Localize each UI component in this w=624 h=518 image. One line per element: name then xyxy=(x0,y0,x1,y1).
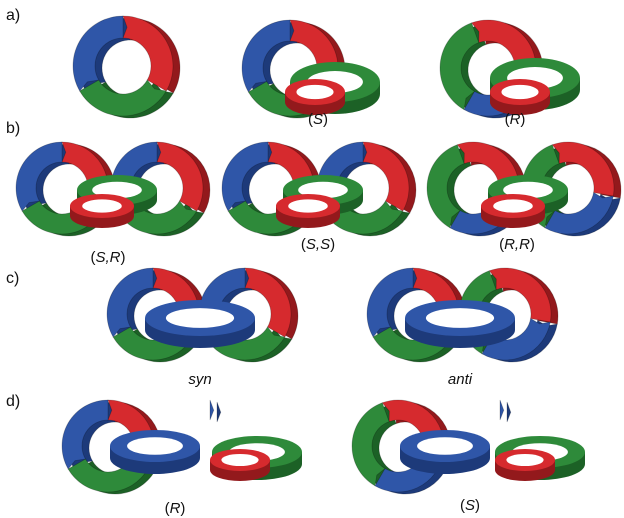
ring-b0-left-blue-segment xyxy=(15,141,63,212)
caption-b-rr: (R,R) xyxy=(499,236,535,253)
ring-c1-right-red-segment xyxy=(244,267,292,338)
caption-a-s: (S) xyxy=(308,111,328,128)
ring-c2-right-red-segment xyxy=(488,267,552,323)
ring-a1-red-segment xyxy=(122,15,174,92)
panel-label-b: b) xyxy=(6,120,20,137)
wheel-d2-red-hole xyxy=(506,453,544,467)
ring-d2-blue-blue-segment xyxy=(499,399,505,421)
wheel-b0-red-hole xyxy=(82,199,122,213)
ring-b2-right-blue-segment xyxy=(544,191,614,235)
caption-b-sr: (S,R) xyxy=(90,249,125,266)
caption-c-syn: syn xyxy=(188,371,211,388)
ring-a1-blue-segment xyxy=(72,15,124,92)
ring-d1-blue-blue-segment xyxy=(209,399,215,421)
ring-drawings xyxy=(15,15,622,495)
ring-b1-left-blue-segment xyxy=(221,141,269,212)
caption-a-r: ()R) xyxy=(505,111,526,128)
caption-d-s: (S) xyxy=(460,497,480,514)
caption-c-anti: anti xyxy=(448,371,473,388)
wheel-b1-red-hole xyxy=(288,199,328,213)
wheel-c2-hole xyxy=(425,308,495,328)
wheel-c1-hole xyxy=(165,308,235,328)
ring-d2-blue-depth xyxy=(506,401,512,423)
wheel-d1-blue-hole xyxy=(127,437,183,455)
ring-c2-right-blue-segment xyxy=(481,317,551,361)
ring-c2-left-blue-segment xyxy=(366,267,414,338)
ring-d1-blue-depth xyxy=(216,401,222,423)
wheel-a2-red-hole xyxy=(296,84,334,100)
wheel-b2-red-hole xyxy=(493,199,533,213)
ring-a1-green-segment xyxy=(79,79,167,117)
panel-label-a: a) xyxy=(6,7,20,24)
wheel-a3-red-hole xyxy=(501,84,539,100)
ring-b0-right-red-segment xyxy=(156,141,204,212)
caption-b-ss: (S,S) xyxy=(301,236,335,253)
wheel-d1-red-hole xyxy=(221,453,259,467)
ring-c1-left-blue-segment xyxy=(106,267,154,338)
ring-b2-left-green-segment xyxy=(426,144,465,229)
ring-b2-right-red-segment xyxy=(551,141,615,197)
panel-label-d: d) xyxy=(6,393,20,410)
ring-d2-green-segment xyxy=(351,402,390,487)
caption-d-r: (R) xyxy=(165,500,186,517)
panel-label-c: c) xyxy=(6,270,19,287)
ring-a3-green-segment xyxy=(439,22,480,111)
ring-b1-right-red-segment xyxy=(362,141,410,212)
wheel-d2-blue-hole xyxy=(417,437,473,455)
ring-a2-blue-segment xyxy=(241,19,291,93)
ring-d1-blue-segment xyxy=(61,399,109,470)
